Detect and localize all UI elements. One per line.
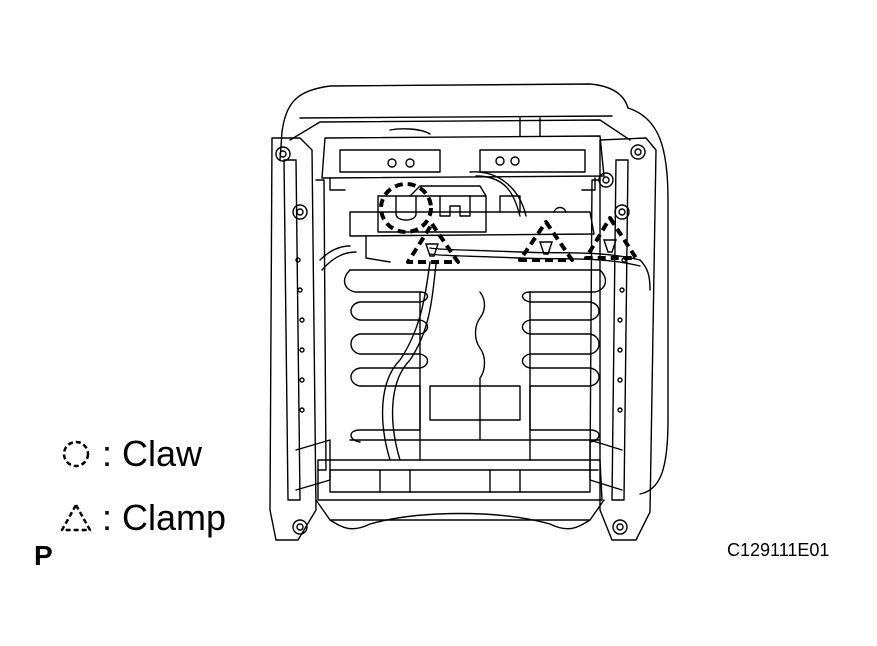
connector-bracket xyxy=(349,185,595,263)
legend-claw-label: : Claw xyxy=(102,433,203,474)
left-side-rail xyxy=(269,137,331,541)
legend-clamp-label: : Clamp xyxy=(102,497,227,538)
clamp-triangle-3 xyxy=(584,216,638,260)
wire-harness xyxy=(319,171,651,461)
clamp-triangle-2 xyxy=(518,220,574,262)
dashed-circle-icon xyxy=(62,440,90,468)
claw-dashed-circle xyxy=(379,182,433,234)
claw-part xyxy=(395,196,417,221)
dashed-triangle-icon xyxy=(60,503,92,532)
bottom-frame xyxy=(315,459,605,530)
legend-clamp: : Clamp xyxy=(58,496,226,540)
view-letter: P xyxy=(34,540,53,571)
seat-cover-outline xyxy=(279,83,669,495)
legend-claw: : Claw xyxy=(58,432,202,476)
right-side-rail xyxy=(589,137,657,541)
seat-springs xyxy=(343,269,607,461)
figure-code: C129111E01 xyxy=(727,540,830,560)
clamp-triangle-1 xyxy=(406,222,460,264)
claw-marker xyxy=(379,182,433,234)
top-bracket xyxy=(321,117,605,191)
clamp-markers xyxy=(406,216,638,264)
clamp-parts xyxy=(425,239,617,257)
